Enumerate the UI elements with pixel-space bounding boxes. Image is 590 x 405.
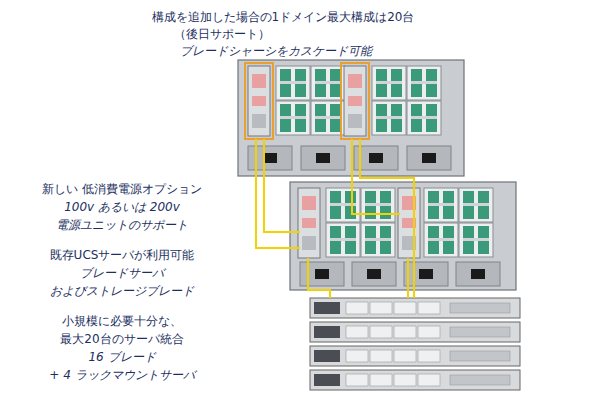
- annotation-text: ブレードシャーシをカスケード可能: [180, 44, 372, 59]
- second-blade-chassis: [290, 182, 516, 290]
- annotation-text: + 4 ラックマウントサーバ: [49, 368, 194, 383]
- annotation-text: 既存UCSサーバが利用可能: [50, 248, 195, 263]
- annotation-text: 最大20台のサーバ統合: [60, 332, 183, 347]
- annotation-text: 構成を追加した場合の1ドメイン最大構成は20台: [152, 10, 415, 25]
- yellow-cables: [256, 139, 414, 298]
- annotation-text: 小規模に必要十分な、: [62, 314, 182, 329]
- annotation-text: 電源ユニットのサポート: [56, 218, 188, 233]
- annotation-text: 16 ブレード: [88, 350, 155, 365]
- annotation-text: 100v あるいは 200v: [64, 200, 180, 215]
- annotation-text: 新しい 低消費電源オプション: [42, 182, 202, 197]
- annotation-text: ブレードサーバ: [80, 266, 164, 281]
- annotation-text: （後日サポート）: [174, 27, 270, 42]
- annotation-text: およびストレージブレード: [50, 284, 194, 299]
- rack-mount-servers: [310, 298, 520, 390]
